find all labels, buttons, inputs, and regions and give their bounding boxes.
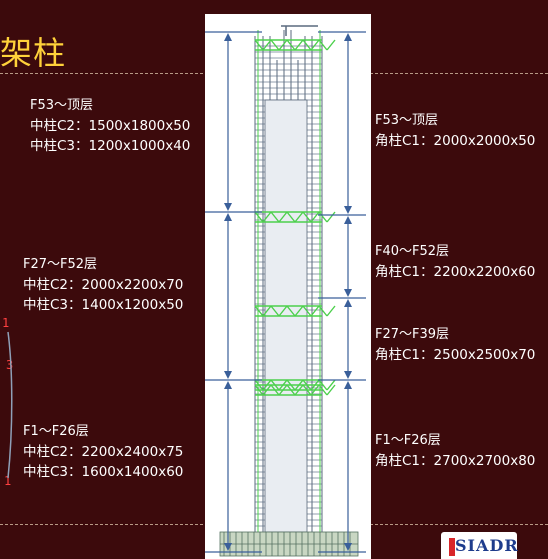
right-group-header: F27～F39层 <box>375 327 450 342</box>
edge-mark: 1 <box>2 316 10 330</box>
edge-mark: 1 <box>4 474 12 488</box>
right-group-1: F53～顶层 角柱C1：2000x2000x50 <box>375 111 535 151</box>
right-group-header: F53～顶层 <box>375 113 439 128</box>
right-group-line: 角柱C1：2500x2500x70 <box>375 347 536 363</box>
right-group-2: F40～F52层 角柱C1：2200x2200x60 <box>375 242 535 282</box>
left-group-line: 中柱C2：2200x2400x75 <box>23 444 184 460</box>
siadr-logo: SIADR <box>441 532 519 559</box>
left-group-middle: F27～F52层 中柱C2：2000x2200x70 中柱C3：1400x120… <box>23 255 183 315</box>
left-group-header: F27～F52层 <box>23 257 98 272</box>
left-group-line: 中柱C3：1200x1000x40 <box>30 138 191 154</box>
left-group-header: F53～顶层 <box>30 98 94 113</box>
left-group-line: 中柱C3：1400x1200x50 <box>23 297 184 313</box>
left-group-bottom: F1～F26层 中柱C2：2200x2400x75 中柱C3：1600x1400… <box>23 422 183 482</box>
right-group-line: 角柱C1：2200x2200x60 <box>375 264 536 280</box>
left-group-line: 中柱C3：1600x1400x60 <box>23 464 184 480</box>
slide-title: 架柱 <box>0 34 67 72</box>
zone-dimension-arrows <box>205 31 366 553</box>
left-group-line: 中柱C2：1500x1800x50 <box>30 118 191 134</box>
left-group-top: F53～顶层 中柱C2：1500x1800x50 中柱C3：1200x1000x… <box>30 96 190 156</box>
right-group-line: 角柱C1：2000x2000x50 <box>375 133 536 149</box>
left-group-header: F1～F26层 <box>23 424 89 439</box>
logo-text: SIADR <box>455 536 519 555</box>
green-truss-bracing <box>254 30 336 532</box>
right-group-header: F1～F26层 <box>375 433 441 448</box>
right-group-line: 角柱C1：2700x2700x80 <box>375 453 536 469</box>
edge-curve-icon <box>7 331 13 479</box>
right-group-3: F27～F39层 角柱C1：2500x2500x70 <box>375 325 535 365</box>
right-group-4: F1～F26层 角柱C1：2700x2700x80 <box>375 431 535 471</box>
left-group-line: 中柱C2：2000x2200x70 <box>23 277 184 293</box>
mast <box>281 25 318 36</box>
right-group-header: F40～F52层 <box>375 244 450 259</box>
edge-mark: 3 <box>6 358 14 372</box>
